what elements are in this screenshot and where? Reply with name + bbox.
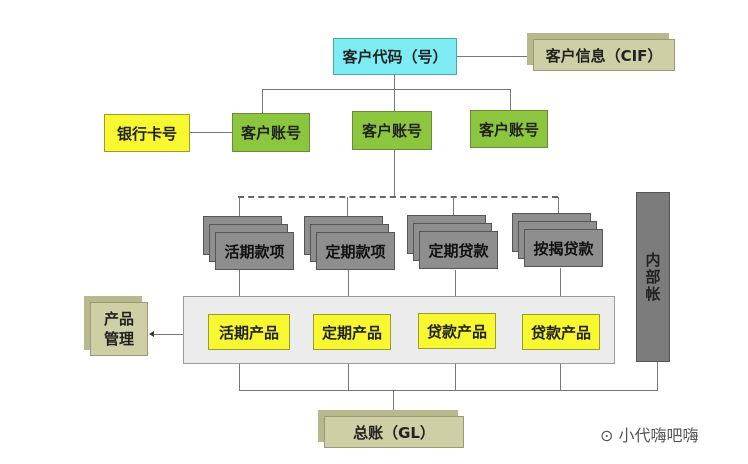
product-box: 定期产品: [313, 314, 391, 350]
arrow-line: [152, 334, 183, 335]
account-box: 客户账号: [470, 110, 548, 148]
connector: [393, 390, 394, 412]
bank-card-box: 银行卡号: [104, 114, 190, 152]
connector: [394, 75, 395, 111]
connector: [239, 390, 658, 391]
account-type-box: 定期贷款: [419, 231, 498, 269]
product-box: 贷款产品: [522, 314, 600, 350]
connector: [453, 197, 454, 216]
watermark: ⊙ 小代嗨吧嗨: [600, 422, 699, 446]
watermark-text: 小代嗨吧嗨: [618, 426, 699, 445]
cif-box: 客户信息（CIF）: [533, 39, 675, 71]
account-box: 客户账号: [352, 111, 432, 150]
arrow-head-icon: [149, 331, 154, 337]
general-ledger-box: 总账（GL）: [324, 416, 464, 448]
account-type-box: 活期款项: [215, 232, 294, 270]
account-type-box: 按揭贷款: [524, 229, 603, 267]
connector: [262, 89, 263, 113]
connector: [262, 89, 510, 90]
customer-code-box: 客户代码（号）: [333, 38, 457, 75]
wechat-icon: ⊙: [600, 426, 619, 445]
dashed-connector: [238, 196, 558, 198]
product-box: 贷款产品: [418, 313, 496, 349]
account-box: 客户账号: [232, 113, 310, 152]
connector: [558, 197, 559, 216]
internal-account-box: 内部帐: [636, 192, 670, 362]
account-type-box: 定期款项: [316, 232, 395, 270]
product-management-box: 产品管理: [90, 302, 148, 356]
connector: [239, 197, 240, 216]
connector: [457, 56, 529, 57]
connector: [657, 362, 658, 390]
connector: [190, 132, 232, 133]
connector: [510, 89, 511, 110]
connector: [347, 197, 348, 216]
connector: [394, 150, 395, 197]
product-box: 活期产品: [208, 314, 290, 350]
